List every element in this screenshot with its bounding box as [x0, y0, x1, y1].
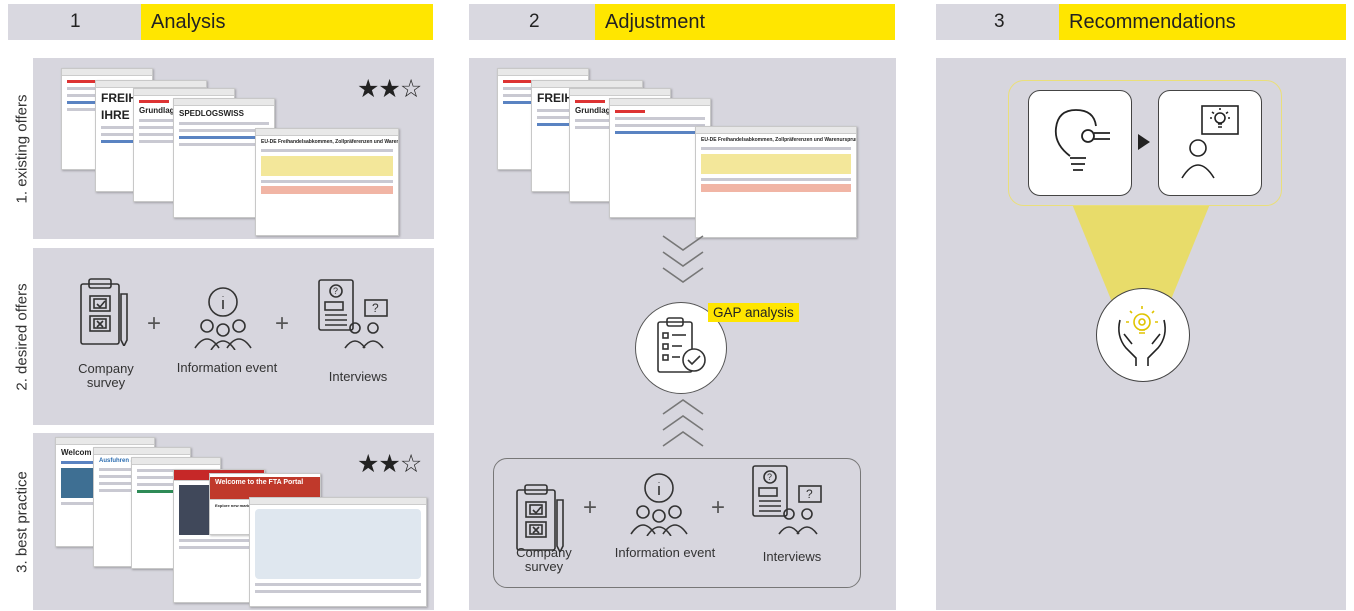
light-beam	[1072, 204, 1210, 302]
methods-box	[493, 458, 861, 588]
best-practice-panel: 3. best practice Welcom Global T Ausfuhr…	[14, 433, 434, 610]
step-number: 1	[70, 11, 81, 32]
lightbulb-card	[1028, 90, 1132, 196]
clipboard-survey-icon	[516, 484, 564, 552]
plus-sign: +	[275, 310, 290, 337]
information-event-icon	[630, 473, 688, 536]
lightbulb-hand-icon	[1054, 109, 1110, 171]
step-title: Analysis	[141, 4, 433, 40]
interviews-icon: ? ?	[752, 465, 822, 535]
svg-text:?: ?	[767, 472, 772, 482]
column-header-adjustment: 2 Adjustment	[469, 4, 895, 40]
clipboard-survey-icon	[80, 278, 128, 346]
rating-stars: ★★☆	[357, 450, 422, 478]
method-caption: Information event	[614, 545, 716, 560]
chevron-up-icon	[662, 399, 704, 447]
gap-analysis-label: GAP analysis	[708, 303, 799, 322]
row-label: 1. existing offers	[13, 94, 31, 203]
plus-sign: +	[711, 494, 726, 521]
svg-text:?: ?	[806, 487, 813, 501]
step-number: 3	[994, 11, 1005, 32]
plus-sign: +	[583, 494, 598, 521]
column-header-analysis: 1 Analysis	[8, 4, 433, 40]
step-title: Recommendations	[1059, 4, 1346, 40]
adjustment-panel: FREIH Grundlagen EU-DE Freihandelsabkomm…	[469, 58, 896, 610]
rating-stars: ★★☆	[357, 75, 422, 103]
hands-lightbulb-icon	[1118, 306, 1166, 366]
method-caption: Interviews	[762, 549, 822, 564]
svg-text:?: ?	[372, 301, 379, 315]
row-label: 2. desired offers	[13, 282, 31, 391]
hands-circle	[1096, 288, 1190, 382]
row-label: 3. best practice	[13, 470, 31, 573]
checklist-icon	[657, 317, 706, 373]
arrow-right-icon	[1138, 134, 1150, 150]
website-screenshot	[249, 497, 427, 607]
plus-sign: +	[147, 310, 162, 337]
method-caption: Interviews	[328, 369, 388, 384]
website-screenshot: EU-DE Freihandelsabkommen, Zollpräferenz…	[695, 126, 857, 238]
method-caption: Information event	[176, 360, 278, 375]
interviews-icon: ? ?	[318, 279, 388, 349]
person-idea-icon	[1181, 105, 1239, 179]
svg-text:?: ?	[333, 286, 338, 296]
recommendations-panel	[936, 58, 1346, 610]
step-title: Adjustment	[595, 4, 895, 40]
person-idea-card	[1158, 90, 1262, 196]
information-event-icon	[194, 287, 252, 350]
chevron-down-icon	[662, 235, 704, 283]
website-screenshot: EU-DE Freihandelsabkommen, Zollpräferenz…	[255, 128, 399, 236]
step-number: 2	[529, 11, 540, 32]
column-header-recommendations: 3 Recommendations	[936, 4, 1346, 40]
